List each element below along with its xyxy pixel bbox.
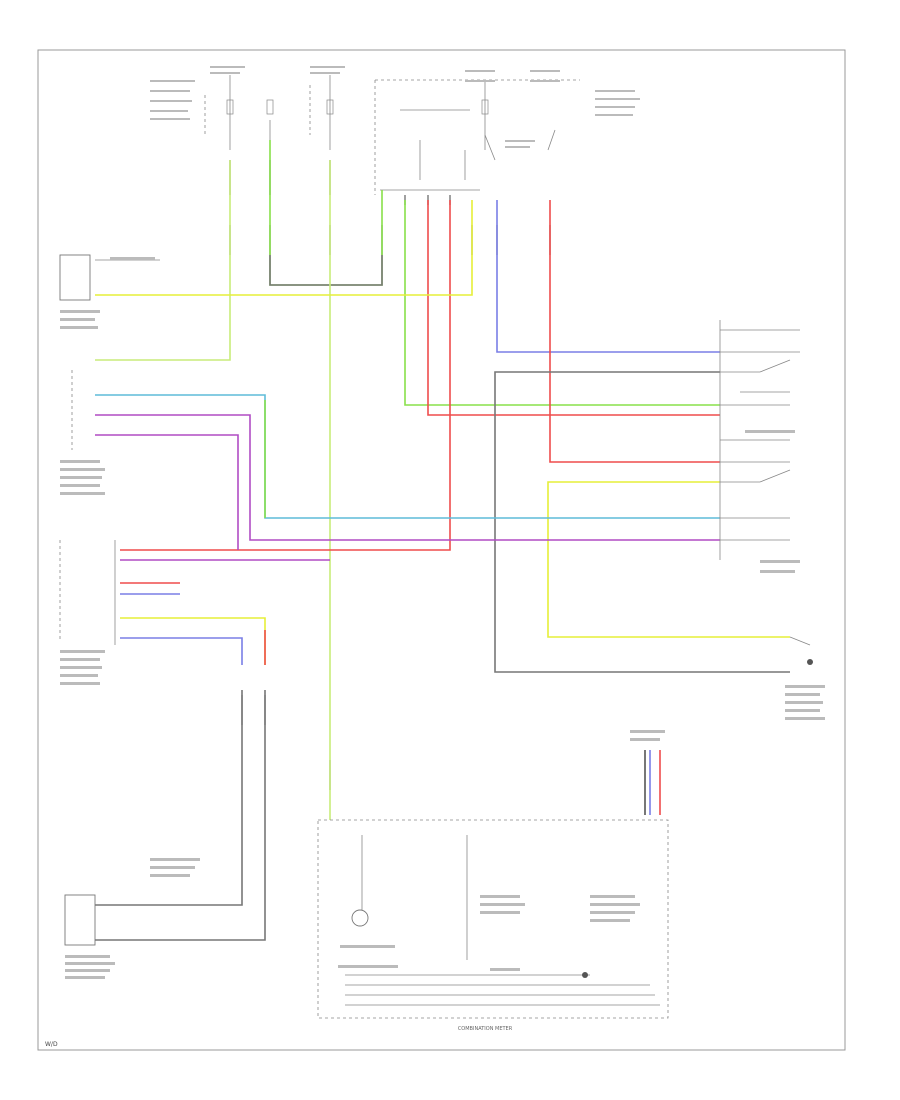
wire-green-top-loop <box>269 140 383 286</box>
right-switch <box>785 636 825 720</box>
wire-yellow-switch-left <box>95 200 473 296</box>
combination-meter-title: COMBINATION METER <box>458 1026 513 1032</box>
wire-cyan-left <box>95 394 720 519</box>
left-sensor-bottom <box>64 858 200 979</box>
left-connector-mid <box>60 370 105 495</box>
relay-box <box>719 320 800 573</box>
wire-red-left-long <box>120 200 451 551</box>
diagram-frame <box>37 49 846 1051</box>
wire-blue-sensor <box>120 637 243 665</box>
combination-meter: COMBINATION METER <box>317 730 669 1032</box>
wire-yellow-bottom <box>547 481 790 638</box>
left-control-module <box>59 540 116 685</box>
wire-yellow-sensor <box>120 617 266 665</box>
wire-light-green-left <box>95 160 231 361</box>
left-switch-upper <box>59 254 160 329</box>
top-connector-stubs <box>229 160 551 790</box>
wire-blue-relay <box>496 200 720 353</box>
wire-green-relay <box>404 200 720 406</box>
wire-gray-ground <box>494 371 790 673</box>
wire-red-relay <box>427 200 720 416</box>
wire-purple-left-1 <box>95 414 720 541</box>
power-feed-group <box>150 66 640 195</box>
footer-tag: W/D <box>45 1041 58 1048</box>
wire-red-right <box>549 200 720 463</box>
wire-purple-left-2 <box>95 434 239 550</box>
